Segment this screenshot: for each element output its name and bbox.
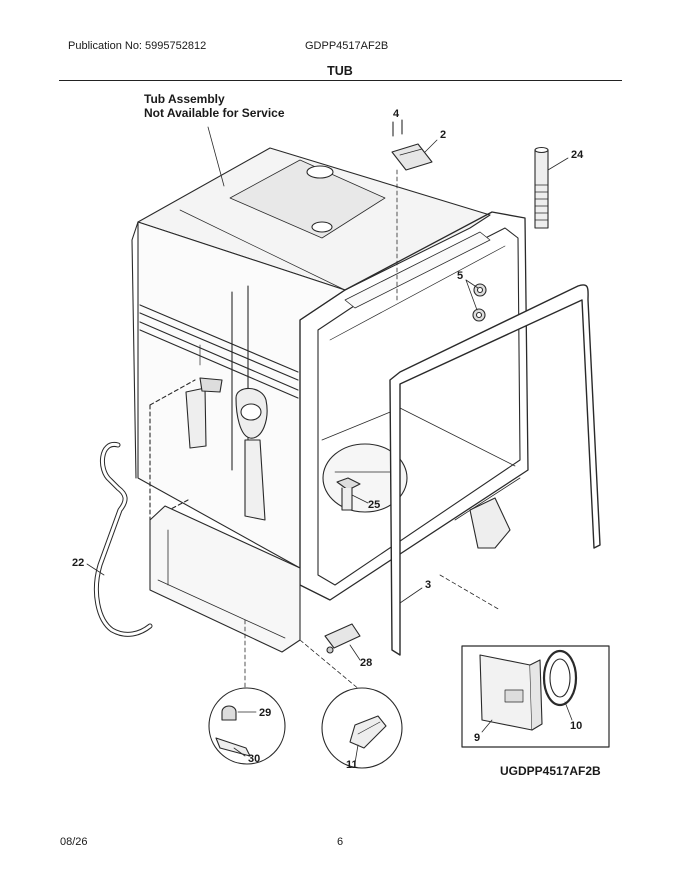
callout-30: 30 — [248, 753, 260, 765]
callout-10: 10 — [570, 720, 582, 732]
assembly-note: Tub Assembly Not Available for Service — [144, 92, 285, 120]
note-line-2: Not Available for Service — [144, 106, 285, 120]
detail-box-9-10 — [461, 645, 610, 748]
note-line-1: Tub Assembly — [144, 92, 225, 106]
detail-circle-29-30 — [208, 687, 286, 765]
callout-25: 25 — [368, 499, 380, 511]
part-5-grommets — [472, 283, 487, 322]
callout-29: 29 — [259, 707, 271, 719]
publication-number: Publication No: 5995752812 — [68, 40, 207, 52]
footer-date: 08/26 — [60, 836, 88, 848]
callout-11: 11 — [346, 759, 358, 771]
diagram-code: UGDPP4517AF2B — [500, 764, 601, 778]
part-25-hub — [336, 477, 361, 511]
model-number: GDPP4517AF2B — [305, 40, 389, 52]
callout-22: 22 — [72, 557, 84, 569]
callout-4: 4 — [393, 108, 400, 120]
callout-3: 3 — [425, 579, 431, 591]
part-24-tube — [534, 146, 549, 229]
callout-leaders — [86, 126, 573, 764]
part-3-gasket — [389, 284, 601, 656]
header-rule — [59, 80, 622, 81]
callout-9: 9 — [474, 732, 480, 744]
detail-circle-11 — [321, 687, 403, 769]
section-title: TUB — [327, 64, 353, 78]
callout-28: 28 — [360, 657, 372, 669]
callout-2: 2 — [440, 129, 446, 141]
part-2-bracket — [391, 143, 433, 171]
part-22-hose — [93, 442, 153, 637]
page-number: 6 — [337, 836, 344, 848]
tub-body — [131, 147, 529, 653]
part-4-screws — [392, 119, 403, 137]
callout-5: 5 — [457, 270, 463, 282]
part-28-bracket — [324, 623, 361, 654]
callout-24: 24 — [571, 149, 584, 161]
